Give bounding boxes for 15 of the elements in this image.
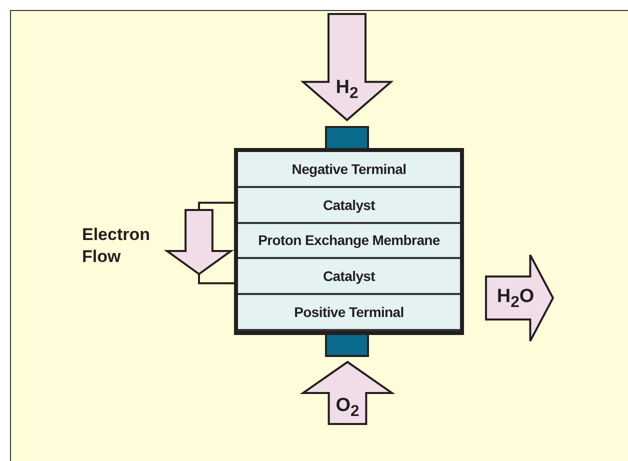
- layer-label: Proton Exchange Membrane: [258, 232, 440, 248]
- layer-label: Catalyst: [322, 196, 376, 213]
- layer-label: Catalyst: [322, 268, 376, 284]
- arrow-caption: Electron Flow: [82, 224, 152, 268]
- layer-label: Negative Terminal: [292, 160, 406, 177]
- block-arrow: [167, 210, 231, 274]
- wire: [198, 274, 234, 284]
- wire: [198, 202, 234, 210]
- arrow-label: O$_{2}$: [334, 395, 360, 421]
- block-arrow: [486, 255, 553, 341]
- arrow-label: H$_{2}$O: [496, 286, 536, 312]
- arrow-label: H$_{2}$: [334, 77, 360, 103]
- layer-label: Positive Terminal: [294, 304, 404, 320]
- block-arrow: [303, 14, 391, 120]
- fuel-cell-stack: [234, 148, 464, 335]
